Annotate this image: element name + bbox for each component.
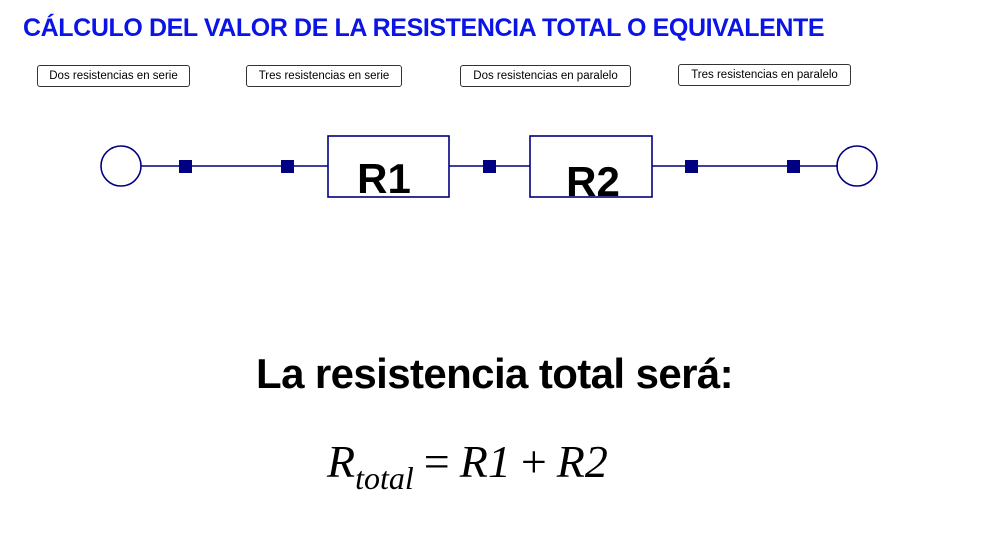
terminal-left xyxy=(100,145,142,187)
terminal-right xyxy=(836,145,878,187)
formula-equals: = xyxy=(423,436,450,487)
circuit-point[interactable] xyxy=(179,160,192,173)
resistor-r1-label: R1 xyxy=(357,155,411,202)
circuit-point[interactable] xyxy=(483,160,496,173)
formula-plus: + xyxy=(520,436,547,487)
resistor-r2-label: R2 xyxy=(566,158,620,205)
circuit-point[interactable] xyxy=(685,160,698,173)
result-heading: La resistencia total será: xyxy=(256,350,734,397)
formula-lhs-subscript: total xyxy=(355,460,414,496)
formula-term-r2: R2 xyxy=(556,436,608,487)
three-parallel-button[interactable]: Tres resistencias en paralelo xyxy=(678,64,851,86)
page-title: CÁLCULO DEL VALOR DE LA RESISTENCIA TOTA… xyxy=(23,14,825,42)
formula-lhs: R xyxy=(327,436,356,487)
two-series-button[interactable]: Dos resistencias en serie xyxy=(37,65,190,87)
formula-term-r1: R1 xyxy=(459,436,511,487)
resistor-r2-box xyxy=(529,135,653,198)
circuit-point[interactable] xyxy=(787,160,800,173)
circuit-point[interactable] xyxy=(281,160,294,173)
resistor-r1-box xyxy=(327,135,450,198)
three-series-button[interactable]: Tres resistencias en serie xyxy=(246,65,402,87)
total-resistance-formula: Rtotal=R1+R2 xyxy=(327,434,608,496)
two-parallel-button[interactable]: Dos resistencias en paralelo xyxy=(460,65,631,87)
